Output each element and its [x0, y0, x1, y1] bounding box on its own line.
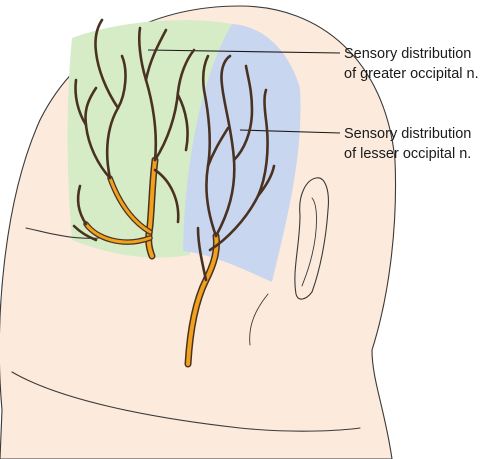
label-lesser-line2: of lesser occipital n. [344, 146, 471, 162]
label-lesser-line1: Sensory distribution [344, 126, 471, 142]
lesser-occipital-zone [183, 24, 301, 282]
leader-line-greater [147, 49, 341, 54]
label-greater-line2: of greater occipital n. [344, 66, 479, 82]
ear-inner [301, 197, 317, 287]
ear-outline [294, 177, 329, 300]
neck-line [11, 371, 361, 432]
label-lesser-occipital: Sensory distribution of lesser occipital… [344, 126, 471, 162]
label-greater-line1: Sensory distribution [344, 46, 471, 62]
lesser-occipital-nerve [184, 54, 276, 368]
label-greater-occipital: Sensory distribution of greater occipita… [344, 46, 479, 82]
greater-occipital-nerve [72, 18, 196, 260]
leader-line-lesser [239, 129, 341, 134]
mastoid-contour [249, 293, 269, 346]
